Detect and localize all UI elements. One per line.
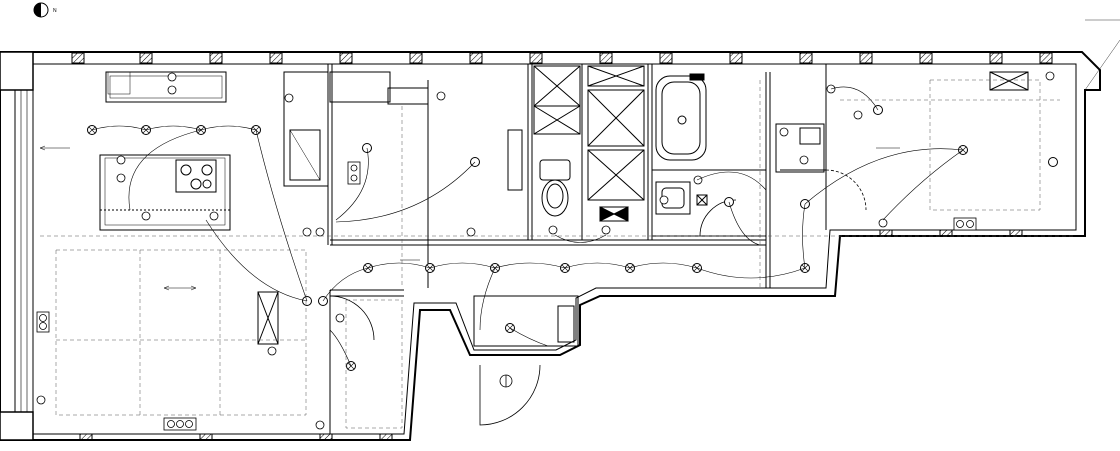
north-arrow: N xyxy=(33,2,57,18)
cooktop-icon xyxy=(175,159,217,193)
tall-storage xyxy=(283,71,329,187)
north-label: N xyxy=(53,8,57,14)
ceiling-lights xyxy=(87,105,1058,371)
hidden-lines xyxy=(40,79,1076,429)
interior-partitions xyxy=(327,64,827,434)
utility-cabinets xyxy=(107,71,1029,173)
outlet-symbols xyxy=(36,71,1055,430)
storage-closets xyxy=(533,65,645,222)
dimension-arrows xyxy=(39,39,1120,291)
kitchen-counter xyxy=(99,71,231,231)
entrance-unit xyxy=(257,129,575,345)
wiring-lines xyxy=(91,86,964,367)
exterior-walls xyxy=(0,19,1120,441)
toilet-icon xyxy=(539,159,571,217)
bathtub-icon xyxy=(655,73,707,161)
wall-hatch-marks xyxy=(71,52,1053,441)
outlet-strips xyxy=(36,161,977,431)
